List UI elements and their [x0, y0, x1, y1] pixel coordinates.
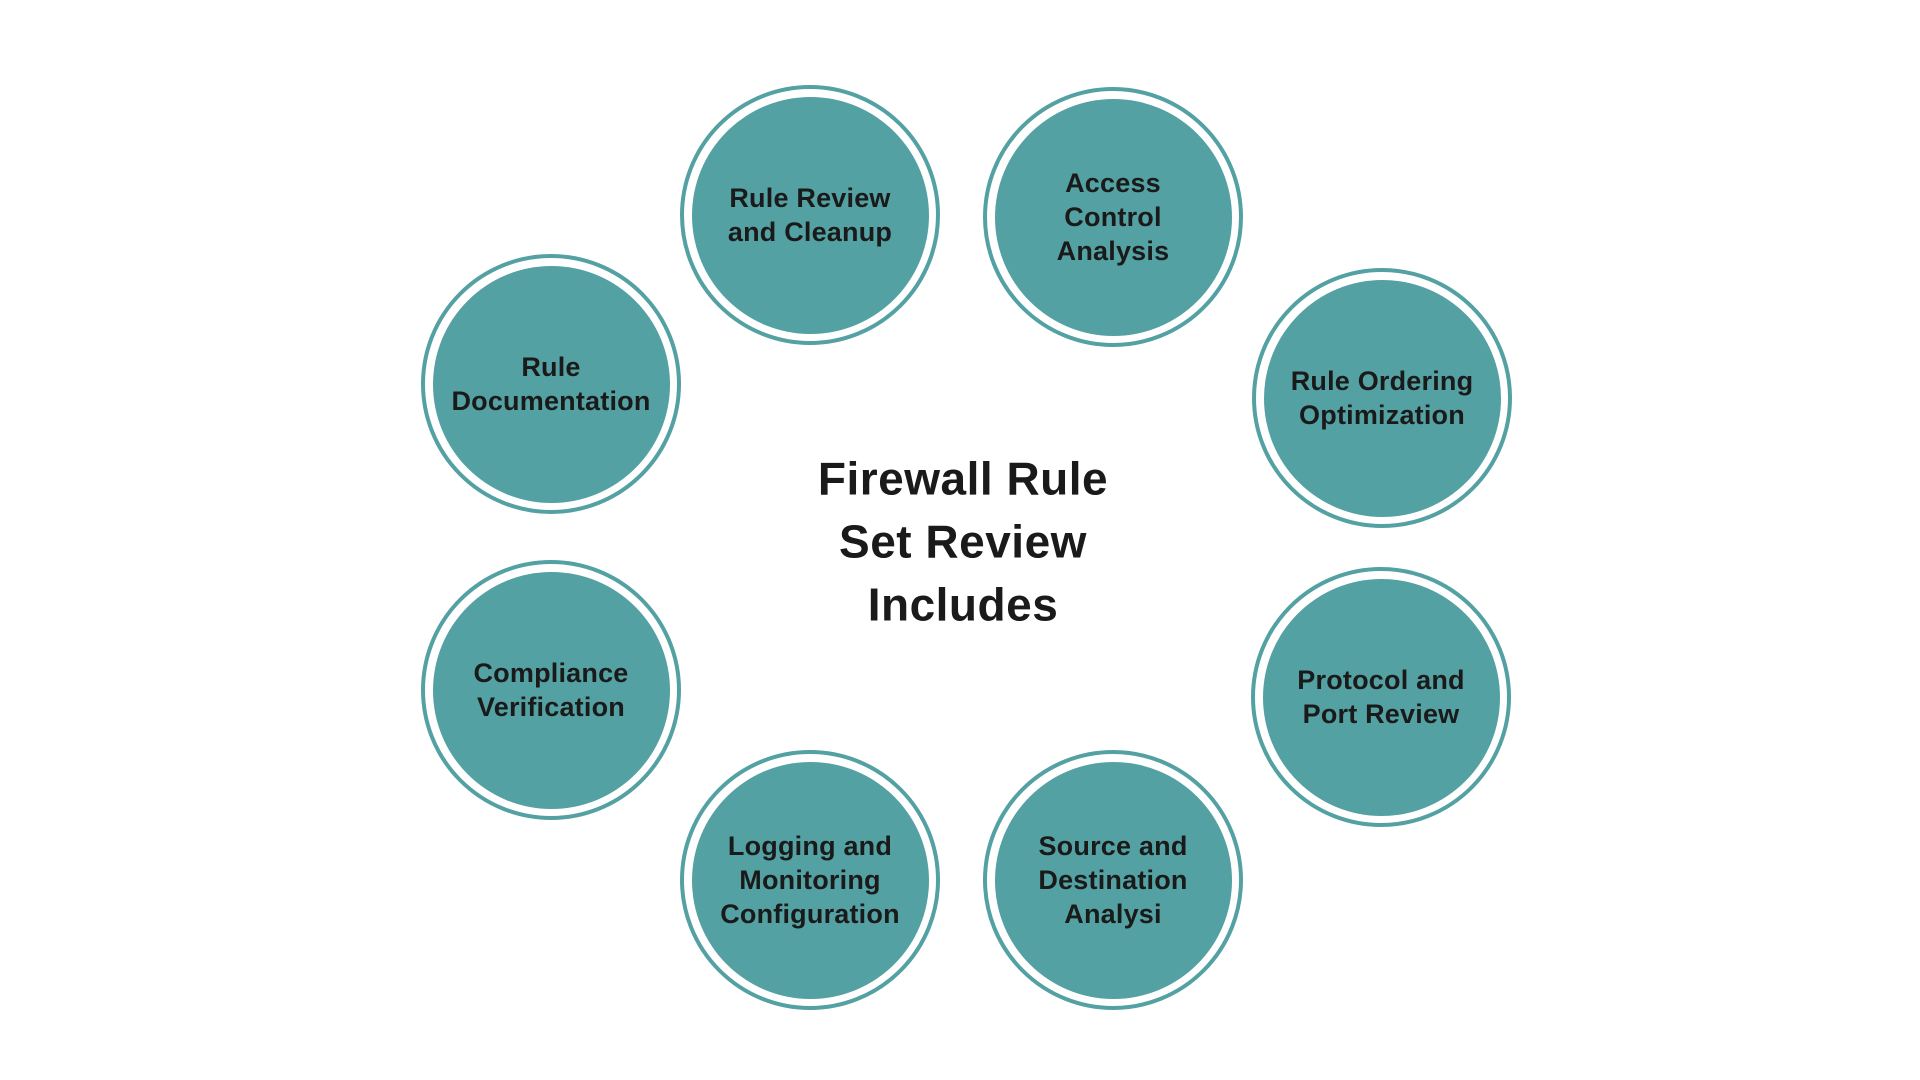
- node-logging-and-monitoring-configuration: Logging and Monitoring Configuration: [680, 750, 940, 1010]
- node-label: Compliance Verification: [473, 658, 629, 722]
- circle-rule-documentation: Rule Documentation: [432, 265, 670, 503]
- node-compliance-verification: Compliance Verification: [421, 560, 681, 820]
- diagram-title: Firewall Rule Set Review Includes: [817, 452, 1109, 631]
- node-label: Rule Documentation: [451, 352, 651, 416]
- node-label: Protocol and Port Review: [1297, 665, 1465, 729]
- node-label: Source and Destination Analysi: [1038, 831, 1188, 929]
- circle-compliance-verification: Compliance Verification: [432, 571, 670, 809]
- node-rule-documentation: Rule Documentation: [421, 254, 681, 514]
- node-rule-ordering-optimization: Rule Ordering Optimization: [1252, 268, 1512, 528]
- circle-rule-ordering-optimization: Rule Ordering Optimization: [1263, 279, 1501, 517]
- node-rule-review-and-cleanup: Rule Review and Cleanup: [680, 85, 940, 345]
- circle-rule-review-and-cleanup: Rule Review and Cleanup: [691, 96, 929, 334]
- node-protocol-and-port-review: Protocol and Port Review: [1251, 567, 1511, 827]
- circle-logging-and-monitoring-configuration: Logging and Monitoring Configuration: [691, 761, 929, 999]
- node-source-and-destination-analysi: Source and Destination Analysi: [983, 750, 1243, 1010]
- node-label: Access Control Analysis: [1056, 168, 1170, 266]
- circle-protocol-and-port-review: Protocol and Port Review: [1262, 578, 1500, 816]
- node-label: Logging and Monitoring Configuration: [720, 831, 900, 929]
- node-label: Rule Review and Cleanup: [727, 183, 893, 247]
- circle-access-control-analysis: Access Control Analysis: [994, 98, 1232, 336]
- node-label: Rule Ordering Optimization: [1290, 366, 1474, 430]
- circle-source-and-destination-analysi: Source and Destination Analysi: [994, 761, 1232, 999]
- node-access-control-analysis: Access Control Analysis: [983, 87, 1243, 347]
